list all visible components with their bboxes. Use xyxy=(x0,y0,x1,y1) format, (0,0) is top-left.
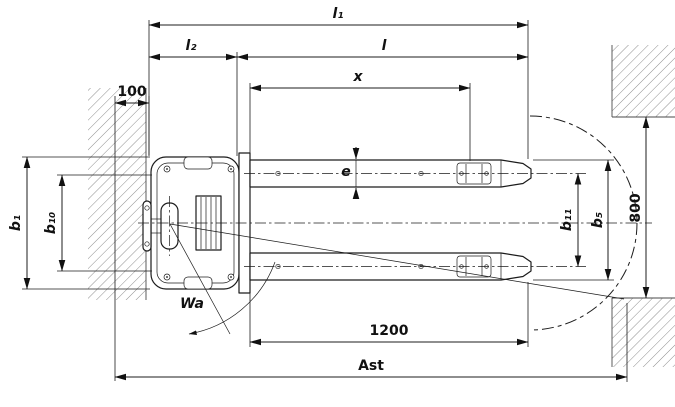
dimension-b5: b₅ xyxy=(533,159,614,281)
dimension-wa: Wa xyxy=(180,296,204,312)
drive-wheel xyxy=(160,196,179,256)
label-100: 100 xyxy=(117,84,146,100)
hatch-wall-left-fill xyxy=(88,88,146,300)
label-e: e xyxy=(341,164,351,180)
dimension-100: 100 xyxy=(114,84,150,381)
label-l2: l₂ xyxy=(186,38,198,54)
label-800: 800 xyxy=(628,193,644,222)
dimension-l2: l₂ xyxy=(148,38,238,156)
turning-envelope-arc xyxy=(529,115,638,331)
dimension-800: 800 xyxy=(628,116,650,299)
caster-top xyxy=(183,156,213,170)
chassis-bolts xyxy=(163,165,235,281)
dimension-e: e xyxy=(341,147,360,199)
label-l1: l₁ xyxy=(333,6,344,22)
caster-bottom xyxy=(183,276,213,290)
wa-arc xyxy=(188,261,276,335)
dimension-b11: b₁₁ xyxy=(559,173,582,267)
tiller-handle xyxy=(142,200,161,252)
label-b5: b₅ xyxy=(590,212,606,228)
dimension-l1: l₁ xyxy=(148,6,529,159)
label-x: x xyxy=(352,69,363,85)
label-b10: b₁₀ xyxy=(43,212,59,234)
pallet-truck xyxy=(138,152,652,294)
hatch-top-right-fill xyxy=(612,45,675,117)
turning-radius-lines xyxy=(169,223,625,335)
dimension-b1: b₁ xyxy=(8,156,150,290)
label-ast: Ast xyxy=(358,358,384,374)
hatch-block-top-right xyxy=(611,45,675,118)
hatch-block-bottom-right xyxy=(611,297,675,367)
label-l: l xyxy=(382,38,387,54)
dimension-1200: 1200 xyxy=(249,282,529,347)
hatch-wall-left xyxy=(88,88,147,300)
label-wa: Wa xyxy=(180,296,204,312)
hatch-bottom-right-fill xyxy=(612,298,675,367)
dimension-x: x xyxy=(249,69,471,161)
label-b11: b₁₁ xyxy=(559,209,575,231)
dimension-ast: Ast xyxy=(114,303,628,382)
label-b1: b₁ xyxy=(8,215,24,231)
dimension-l: l xyxy=(236,38,529,61)
dimension-b10: b₁₀ xyxy=(43,174,152,272)
label-1200: 1200 xyxy=(370,323,409,339)
